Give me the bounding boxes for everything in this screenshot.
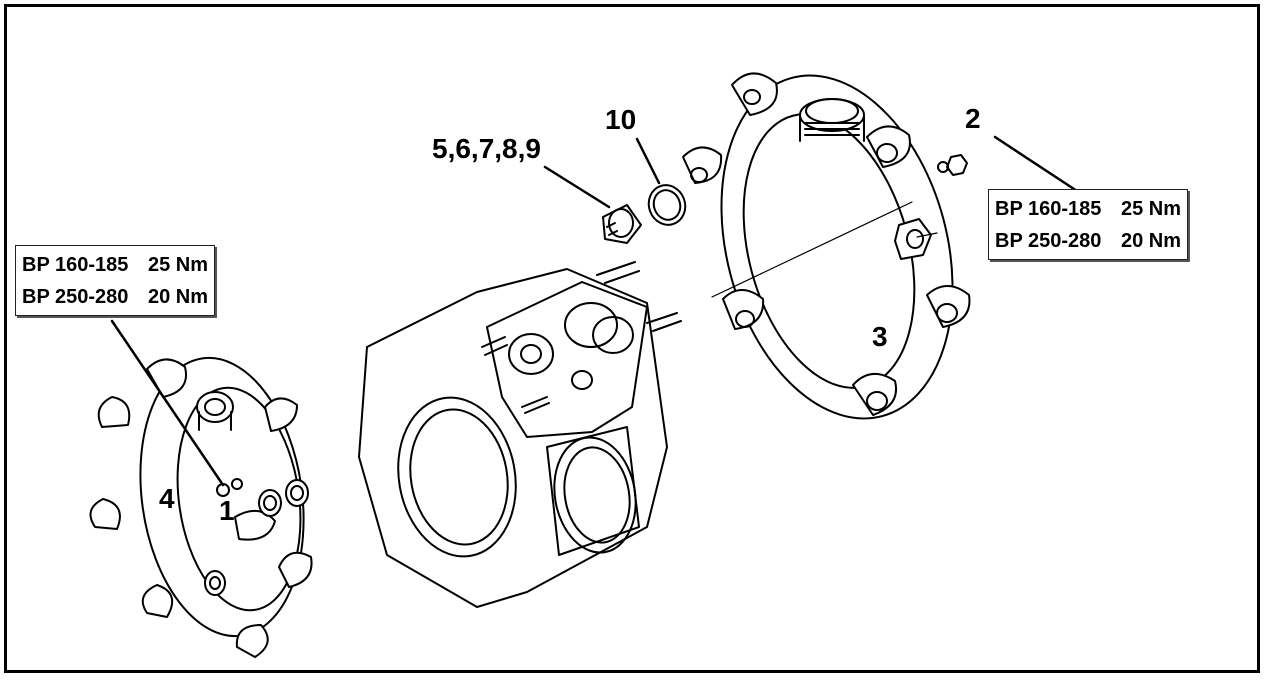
torque-row: BP 250-280 20 Nm [995,225,1181,257]
pump-model: BP 160-185 [22,254,129,276]
diagram-frame: BP 160-185 25 Nm BP 250-280 20 Nm BP 160… [4,4,1260,673]
exploded-pump-drawing [89,72,1079,658]
callout-5-9: 5,6,7,8,9 [432,133,541,164]
leader-lines [110,135,1079,487]
torque-row: BP 160-185 25 Nm [995,193,1181,225]
callout-2: 2 [965,103,981,134]
pump-model: BP 250-280 [22,286,129,308]
torque-spec-box-right: BP 160-185 25 Nm BP 250-280 20 Nm [988,189,1188,260]
callout-4: 4 [159,483,175,514]
o-ring-part-10 [647,184,687,226]
torque-value: 20 Nm [147,286,208,308]
torque-value: 25 Nm [1120,198,1181,220]
torque-value: 25 Nm [147,254,208,276]
torque-value: 20 Nm [1120,230,1181,252]
pump-housing [358,261,682,608]
torque-spec-box-left: BP 160-185 25 Nm BP 250-280 20 Nm [15,245,215,316]
valve-assembly-parts-5-9 [602,204,642,244]
left-cover-part-4 [89,356,313,658]
torque-row: BP 160-185 25 Nm [22,249,208,281]
callout-10: 10 [605,104,637,135]
pump-model: BP 250-280 [995,230,1102,252]
pump-model: BP 160-185 [995,198,1102,220]
callout-3: 3 [872,321,888,352]
torque-row: BP 250-280 20 Nm [22,281,208,313]
right-cover-part-3 [682,72,971,420]
callout-1: 1 [219,495,235,526]
